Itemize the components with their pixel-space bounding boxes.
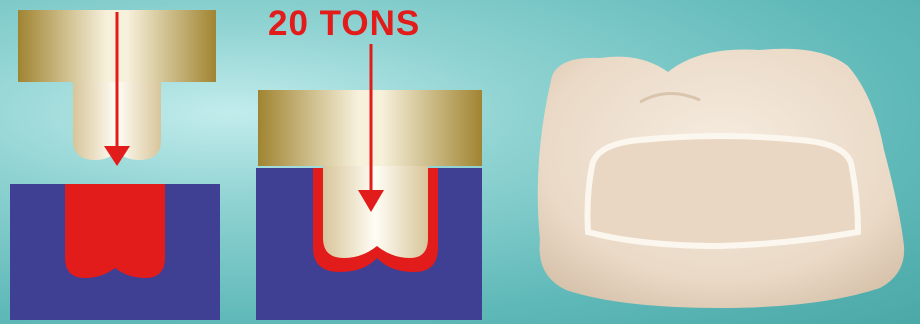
left-material	[65, 184, 165, 278]
force-label: 20 TONS	[268, 4, 478, 44]
left-die-block	[10, 184, 220, 320]
pressed-crown	[538, 49, 904, 308]
